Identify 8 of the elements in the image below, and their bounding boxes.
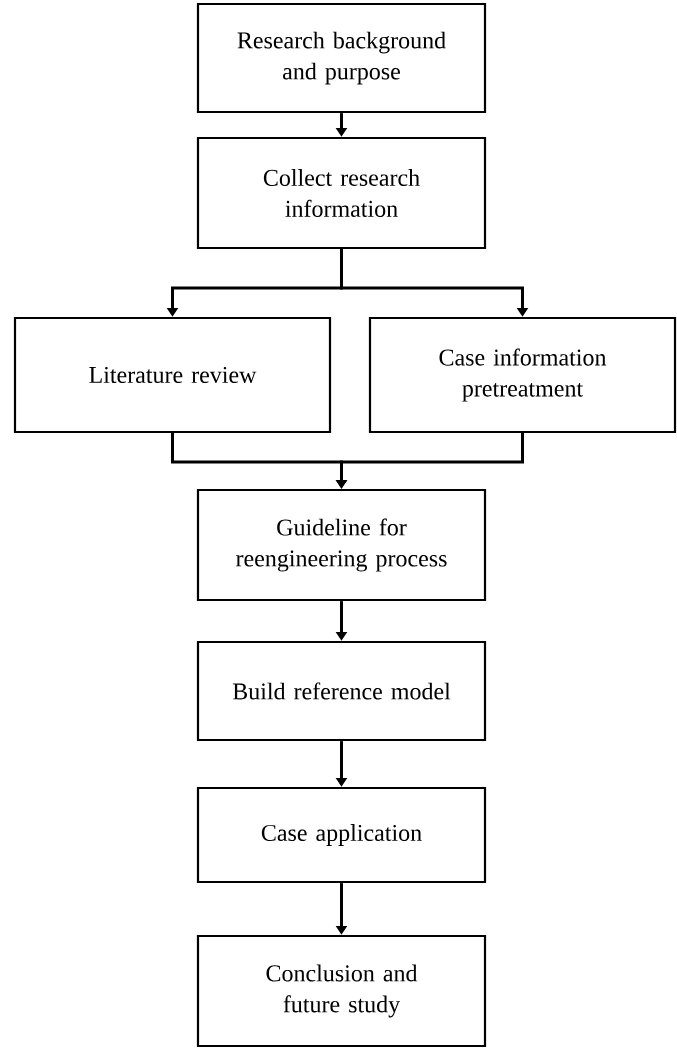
process-box: Collect research information bbox=[196, 136, 487, 250]
process-box: Case information pretreatment bbox=[368, 316, 677, 434]
process-box: Guideline for reengineering process bbox=[196, 488, 487, 602]
process-box: Literature review bbox=[13, 316, 332, 434]
process-box: Case application bbox=[196, 786, 487, 884]
process-box: Build reference model bbox=[196, 640, 487, 742]
process-box: Conclusion and future study bbox=[196, 934, 487, 1048]
process-box: Research background and purpose bbox=[196, 2, 487, 114]
